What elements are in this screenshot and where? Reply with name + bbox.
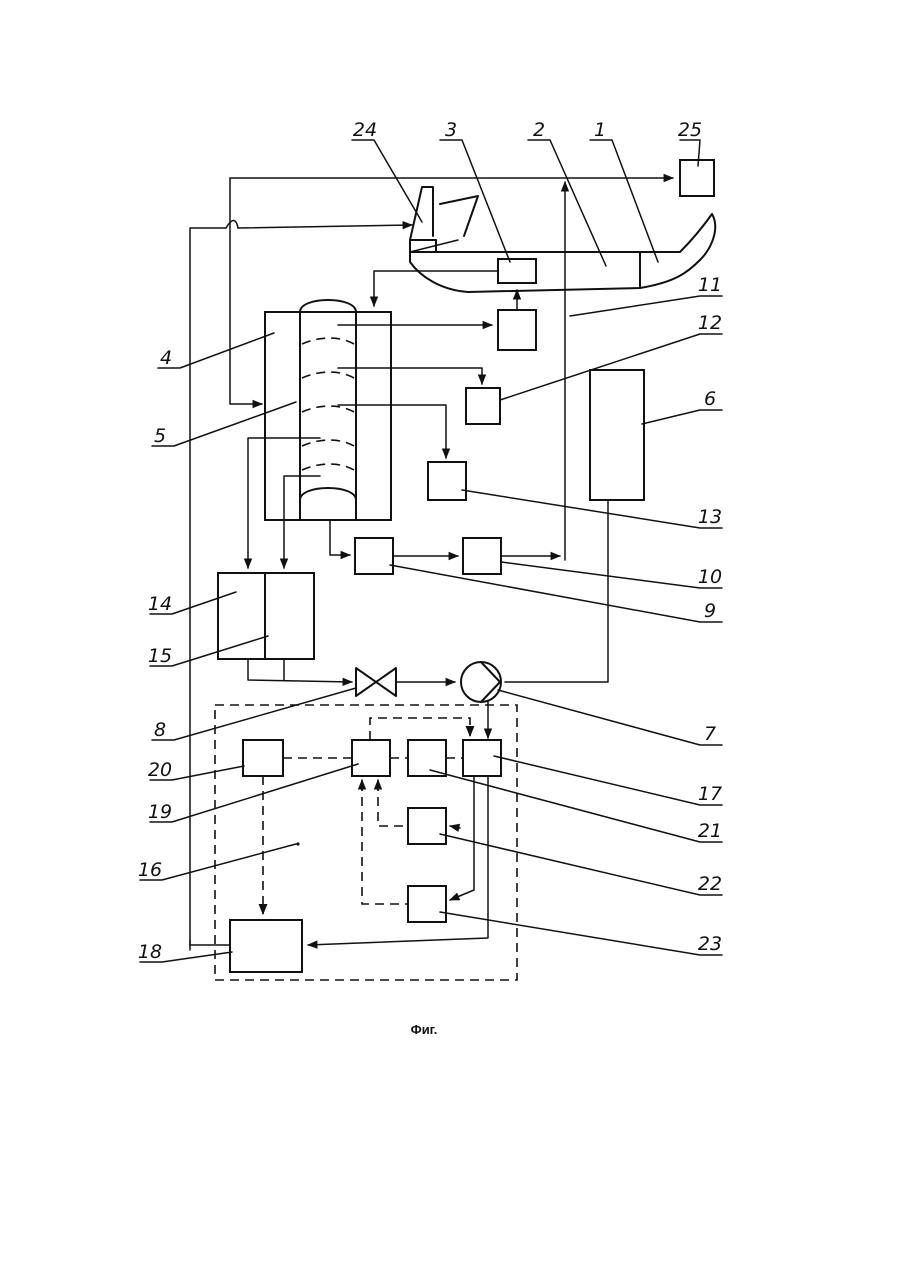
- label-4: 4: [160, 347, 172, 369]
- label-5: 5: [154, 425, 166, 447]
- head-24-shape: [410, 187, 433, 240]
- label-21: 21: [698, 820, 722, 842]
- label-22: 22: [698, 873, 722, 895]
- box-6: [590, 370, 644, 500]
- box-13: [428, 462, 466, 500]
- line-4-to-9: [330, 520, 350, 555]
- label-7: 7: [704, 723, 716, 745]
- label-14: 14: [148, 593, 172, 615]
- label-3: 3: [445, 119, 457, 141]
- label-13: 13: [698, 506, 722, 528]
- label-8: 8: [154, 719, 166, 741]
- label-6: 6: [704, 388, 716, 410]
- element-3: [498, 259, 536, 283]
- label-24: 24: [353, 119, 377, 141]
- dot-16: [296, 842, 299, 845]
- label-19: 19: [148, 801, 172, 823]
- label-10: 10: [698, 566, 722, 588]
- label-20: 20: [148, 759, 172, 781]
- figure-caption: Фиг.: [411, 1022, 438, 1037]
- line-6-to-7: [505, 500, 608, 682]
- pump-7: [461, 662, 501, 702]
- funnel-shape: [440, 196, 478, 236]
- label-12: 12: [698, 312, 722, 334]
- line-17-to-23: [450, 776, 474, 900]
- link-19-22: [378, 782, 408, 826]
- feed-to-24: [238, 225, 412, 228]
- line-14-to-valve: [248, 659, 352, 682]
- arrow-into-22: [450, 826, 460, 828]
- box-10: [463, 538, 501, 574]
- line-3-to-5: [374, 271, 498, 306]
- box-21: [408, 740, 446, 776]
- link-19-17-top: [370, 718, 470, 740]
- line-to-4: [230, 178, 262, 404]
- crossing-hop: [226, 221, 238, 229]
- label-18: 18: [138, 941, 162, 963]
- box-20: [243, 740, 283, 776]
- label-23: 23: [698, 933, 722, 955]
- box-22: [408, 808, 446, 844]
- label-17: 17: [698, 783, 722, 805]
- chamber-inlet-line: [410, 240, 458, 252]
- box-18: [230, 920, 302, 972]
- label-1: 1: [594, 119, 606, 141]
- label-15: 15: [148, 645, 172, 667]
- valve-8: [356, 668, 396, 696]
- box-11: [498, 310, 536, 350]
- label-2: 2: [533, 119, 545, 141]
- link-19-23: [362, 782, 408, 904]
- line-17-to-18: [308, 776, 488, 945]
- box-12: [466, 388, 500, 424]
- box-25: [680, 160, 714, 196]
- label-11: 11: [698, 274, 722, 296]
- box-19: [352, 740, 390, 776]
- box-23: [408, 886, 446, 922]
- label-9: 9: [704, 600, 716, 622]
- box-17: [463, 740, 501, 776]
- box-9: [355, 538, 393, 574]
- label-25: 25: [678, 119, 702, 141]
- engine-assembly: [410, 187, 715, 292]
- label-16: 16: [138, 859, 162, 881]
